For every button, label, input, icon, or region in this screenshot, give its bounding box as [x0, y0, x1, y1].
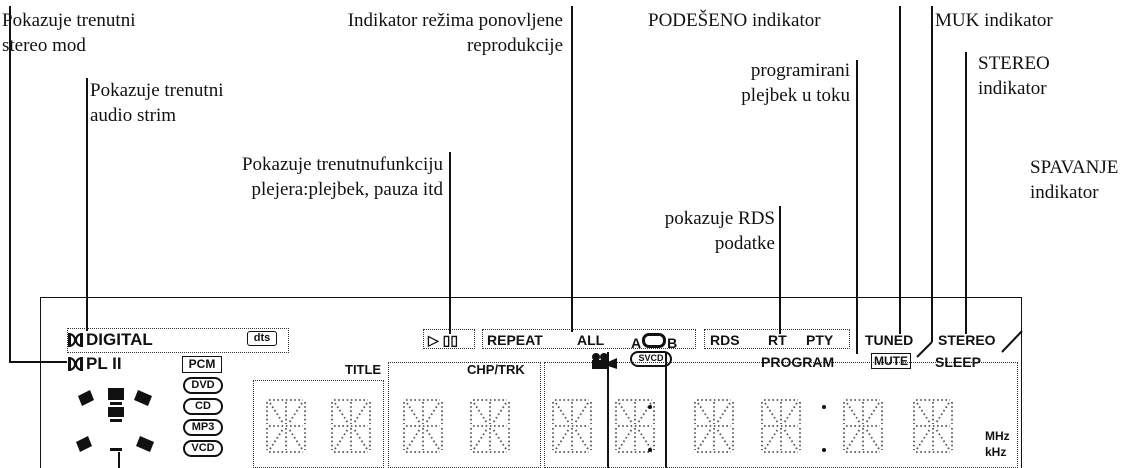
stereo-indicator: STEREO [938, 332, 996, 348]
chapter-track-label: CHP/TRK [467, 362, 525, 377]
svcd-indicator: SVCD [630, 351, 672, 367]
dolby-logo-icon [68, 357, 83, 374]
dolby-logo-icon [68, 333, 83, 350]
sleep-indicator: SLEEP [935, 354, 981, 370]
rt-indicator: RT [768, 332, 787, 348]
callout-repeat-indicator: Indikator režima ponovljene reprodukcije [347, 10, 563, 56]
repeat-indicator: REPEAT [487, 332, 543, 348]
segment-digit [758, 397, 804, 455]
callout-audio-stream: Pokazuje trenutni audio strim [90, 80, 224, 126]
callout-sleep: SPAVANJE indikator [1030, 157, 1119, 203]
repeat-group [482, 329, 696, 349]
colon-separator [822, 448, 826, 452]
program-indicator: PROGRAM [761, 354, 835, 370]
repeat-all-indicator: ALL [577, 332, 605, 348]
khz-label: kHz [985, 445, 1007, 459]
pty-indicator: PTY [806, 332, 834, 348]
callout-tuned: PODEŠENO indikator [648, 10, 821, 31]
loop-arrows-icon [642, 333, 667, 348]
dot-separator [648, 448, 652, 452]
speaker-layout-icon [76, 388, 154, 452]
segment-digit [328, 397, 374, 455]
callout-rds-data: pokazuje RDS podatke [664, 208, 775, 254]
camera-angle-icon [592, 353, 617, 369]
segment-digit [549, 397, 595, 455]
callout-function: Pokazuje trenutnufunkciju plejera:plejbe… [241, 154, 443, 200]
segment-digit [612, 397, 658, 455]
mute-indicator: MUTE [871, 353, 911, 369]
title-label: TITLE [345, 362, 382, 377]
colon-separator [822, 405, 826, 409]
callout-stereo-mode: Pokazuje trenutni stereo mod [2, 10, 136, 56]
segment-digit [910, 397, 956, 455]
segment-digit [400, 397, 446, 455]
cd-indicator: CD [183, 398, 223, 415]
rds-indicator: RDS [710, 332, 740, 348]
callout-programmed: programirani plejbek u toku [741, 60, 850, 106]
mp3-indicator: MP3 [183, 419, 223, 436]
callout-stereo: STEREO indikator [978, 53, 1050, 99]
segment-digit [263, 397, 309, 455]
segment-digit [840, 397, 886, 455]
segment-digit [467, 397, 513, 455]
digital-group [67, 328, 289, 353]
pro-logic-indicator: PL II [68, 355, 122, 374]
dts-indicator: dts [247, 331, 277, 346]
rds-group [704, 329, 850, 349]
vcd-indicator: VCD [183, 440, 223, 457]
play-pause-indicator: ▷ ▯▯ [428, 332, 459, 348]
segment-digit [691, 397, 737, 455]
pcm-indicator: PCM [182, 356, 222, 373]
dot-separator [648, 405, 652, 409]
play-pause-group [423, 329, 475, 349]
mhz-label: MHz [985, 429, 1010, 443]
dvd-indicator: DVD [183, 377, 223, 394]
display-panel [40, 297, 1022, 468]
callout-mute: MUK indikator [935, 10, 1053, 31]
dolby-digital-indicator: DIGITAL [68, 331, 153, 350]
tuned-indicator: TUNED [865, 332, 914, 348]
